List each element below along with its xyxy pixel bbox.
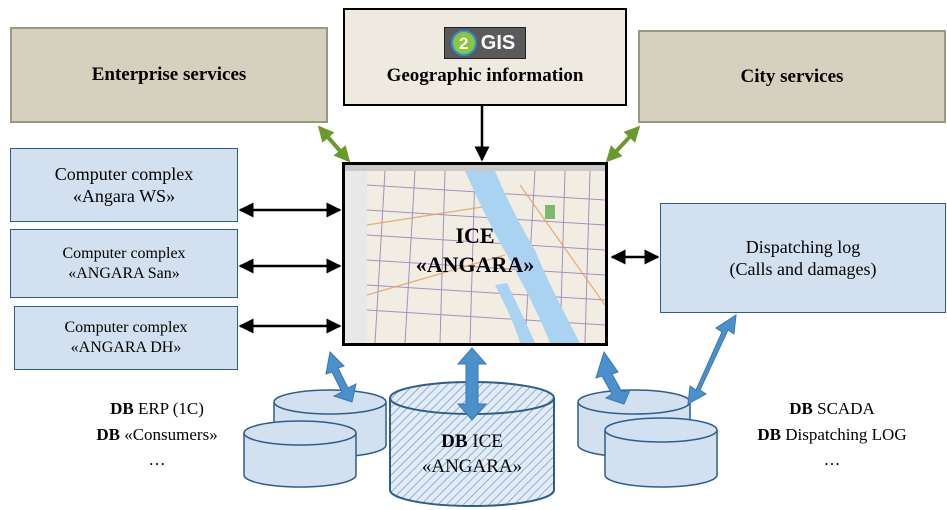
db-center-text: ICE — [467, 431, 503, 452]
city-services-label: City services — [740, 65, 844, 87]
db-erp-label: DB ERP (1C) — [110, 399, 204, 418]
geographic-information-box: 2 GIS Geographic information — [343, 8, 627, 106]
complex-name: «Angara WS» — [72, 186, 176, 206]
db-right-ellipsis: … — [823, 450, 841, 469]
complex-name: «ANGARA DH» — [70, 339, 182, 356]
enterprise-services-label: Enterprise services — [91, 64, 247, 85]
2gis-logo: 2 GIS — [443, 27, 527, 59]
db-center-name: «ANGARA» — [421, 455, 523, 477]
db-ice-angara-label: DB ICE «ANGARA» — [388, 430, 556, 479]
enterprise-services-box: Enterprise services — [10, 27, 328, 123]
db-list-left: DB ERP (1C) DB «Consumers» … — [62, 396, 252, 473]
2gis-logo-number: 2 — [450, 30, 477, 56]
complex-label: Computer complex — [54, 163, 194, 184]
complex-angara-dh: Computer complex «ANGARA DH» — [14, 306, 238, 370]
db-consumers-label: DB «Consumers» — [96, 424, 218, 444]
ice-angara-label: ICE «ANGARA» — [342, 222, 608, 279]
complex-label: Computer complex — [62, 244, 186, 262]
complex-name: «ANGARA San» — [68, 264, 180, 282]
db-left-ellipsis: … — [148, 450, 166, 469]
geographic-information-title: Geographic information — [386, 65, 584, 86]
black-double-arrows — [238, 106, 660, 334]
dispatching-log-title: Dispatching log — [745, 236, 861, 257]
db-list-right: DB SCADA DB Dispatching LOG … — [718, 396, 946, 473]
ice-angara-map-screenshot — [342, 162, 608, 346]
ice-name: «ANGARA» — [415, 251, 535, 277]
db-cylinders-left — [243, 389, 387, 488]
dispatching-log-subtitle: (Calls and damages) — [729, 259, 877, 279]
db-cylinders-right — [577, 389, 718, 488]
db-dispatching-log-label: DB Dispatching LOG — [757, 424, 907, 444]
db-center-prefix: DB — [441, 431, 468, 452]
ice-title: ICE — [455, 223, 495, 248]
complex-angara-ws: Computer complex «Angara WS» — [10, 148, 238, 222]
city-map-image — [345, 165, 605, 343]
blue-block-arrows — [325, 314, 737, 421]
db-scada-label: DB SCADA — [789, 399, 875, 418]
complex-label: Computer complex — [64, 319, 188, 336]
dispatching-log-box: Dispatching log (Calls and damages) — [660, 203, 946, 313]
2gis-logo-text: GIS — [480, 31, 516, 54]
green-double-arrows — [317, 125, 641, 163]
complex-angara-san: Computer complex «ANGARA San» — [10, 229, 238, 298]
city-services-box: City services — [638, 30, 946, 123]
db-cylinder-center — [389, 381, 555, 507]
